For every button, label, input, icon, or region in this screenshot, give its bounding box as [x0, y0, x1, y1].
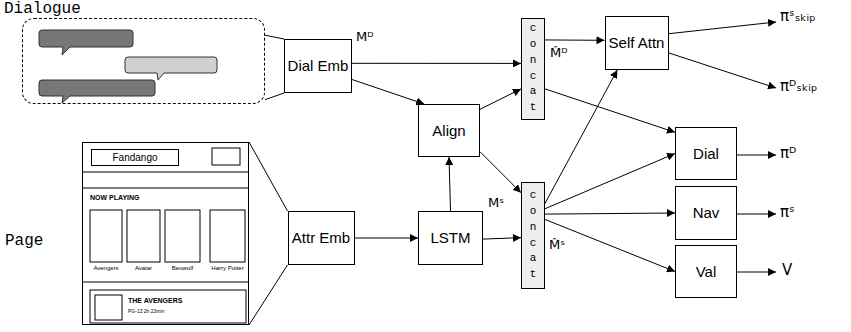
connector [545, 213, 675, 214]
box-label: concat [528, 188, 539, 284]
box-label: Attr Emb [292, 229, 350, 246]
connector [449, 157, 451, 211]
box-label: Nav [693, 204, 720, 221]
box-label: Dial [693, 145, 719, 162]
connector [545, 39, 605, 40]
speech-bubbles [39, 30, 217, 103]
box-label: Self Attn [609, 34, 665, 51]
connector [545, 70, 617, 203]
movie-heading: THE AVENGERS [128, 297, 182, 305]
box-label: LSTM [430, 229, 470, 246]
connector [480, 152, 521, 193]
connector [265, 93, 284, 100]
web-page-sketch [82, 148, 249, 323]
matrix-label: Mˢ [488, 196, 504, 211]
box-label: Align [432, 122, 465, 139]
process-box: Attr Emb [288, 211, 355, 265]
movie-title: Harry Potter [206, 265, 249, 272]
box-label: Val [696, 263, 717, 280]
connector [352, 80, 424, 105]
box-label: concat [528, 21, 539, 117]
section-heading: NOW PLAYING [90, 194, 140, 202]
process-box: Nav [675, 186, 737, 240]
box-label: Fandango [112, 152, 157, 163]
movie-title: Beowulf [163, 265, 202, 272]
connector [249, 142, 288, 211]
connector [545, 154, 675, 209]
output-label: πˢ [780, 204, 795, 221]
process-box: Dial Emb [284, 39, 352, 93]
connector [249, 265, 288, 325]
concat-box: concat [521, 18, 545, 120]
output-label: V [782, 262, 792, 279]
output-label: πˢₛₖᵢₚ [780, 8, 816, 25]
output-label: πᴰ [780, 145, 796, 162]
matrix-label: M̂ᴰ [550, 46, 568, 61]
movie-detail: PG-13 2h 23min [128, 309, 164, 315]
process-box: Align [418, 104, 480, 157]
connector [265, 35, 284, 39]
movie-title: Avengers [88, 265, 124, 272]
process-box: Val [675, 245, 737, 298]
box-label: Dial Emb [288, 57, 349, 74]
frame-title: Page [5, 232, 43, 250]
connector [545, 89, 675, 132]
connector [352, 63, 521, 64]
connector [483, 238, 521, 239]
process-box: LSTM [418, 211, 483, 265]
dialogue-frame: Dialogue [22, 18, 265, 104]
movie-title: Avatar [125, 265, 162, 272]
connector [480, 89, 521, 109]
output-label: πᴰₛₖᵢₚ [780, 78, 817, 95]
process-box: Dial [675, 127, 737, 180]
matrix-label: Mᴰ [356, 30, 374, 45]
process-box: Self Attn [605, 16, 669, 70]
frame-title: Dialogue [4, 0, 81, 18]
output-arrows [666, 22, 776, 272]
matrix-label: M̂ˢ [549, 238, 565, 253]
connector [545, 219, 675, 271]
site-header: Fandango [91, 149, 179, 166]
connector [355, 238, 419, 239]
concat-box: concat [521, 182, 545, 289]
